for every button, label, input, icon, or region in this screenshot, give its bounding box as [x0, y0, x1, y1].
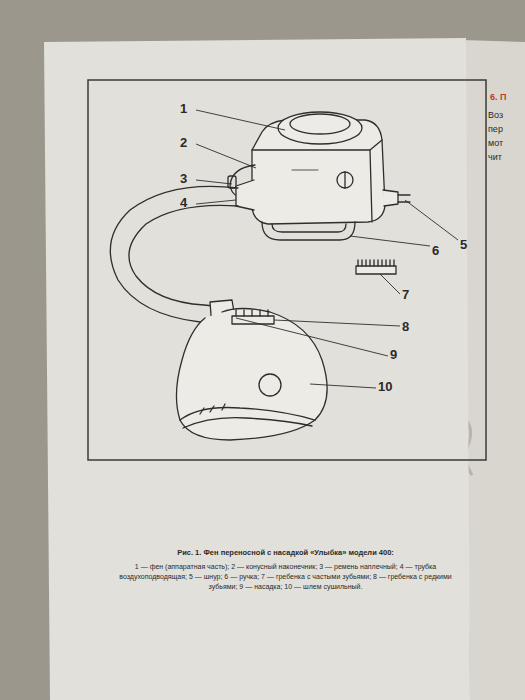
- callout-number: 9: [390, 348, 397, 362]
- page-fragment: Воз: [488, 110, 503, 121]
- leader-line: [274, 320, 400, 326]
- dryer-dome: [278, 112, 362, 144]
- dense-comb-teeth: [358, 260, 394, 266]
- sparse-comb-teeth: [236, 310, 268, 316]
- callout-number: 8: [402, 320, 409, 334]
- legend-text: 1 — фен (аппаратная часть); 2 — конусный…: [108, 562, 463, 592]
- leader-line: [196, 200, 236, 204]
- switch-knob: [344, 172, 345, 188]
- dense-comb: [356, 266, 396, 274]
- leader-line: [196, 144, 256, 168]
- helmet-rim: [183, 418, 312, 428]
- dryer-dome-top: [290, 114, 350, 134]
- sparse-comb: [232, 316, 274, 324]
- brand-mark: [292, 170, 318, 171]
- helmet-fold: [200, 404, 225, 414]
- callout-number: 1: [180, 102, 187, 116]
- next-page: [462, 40, 525, 700]
- handle: [272, 224, 346, 232]
- switch-knob: [337, 172, 353, 188]
- callout-number: 7: [402, 288, 409, 302]
- leader-line: [310, 384, 376, 388]
- leader-line: [236, 318, 388, 356]
- page-fragment: мот: [488, 138, 503, 149]
- leader-line: [380, 274, 400, 294]
- callout-number: 6: [432, 244, 439, 258]
- helmet-vent: [259, 374, 281, 396]
- hose: [129, 205, 238, 306]
- callout-number: 10: [378, 380, 392, 394]
- body-edge: [370, 150, 372, 222]
- leader-line: [350, 236, 430, 246]
- figure-caption: Рис. 1. Фен переносной с насадкой «Улыбк…: [108, 548, 463, 558]
- page-fragment: 6. П: [490, 92, 506, 103]
- cord-plug: [383, 190, 398, 206]
- leader-line: [196, 180, 232, 184]
- drying-helmet: [176, 309, 327, 441]
- figure-frame: [88, 80, 486, 460]
- callout-number: 2: [180, 136, 187, 150]
- plug-pin: [398, 194, 410, 195]
- callout-number: 5: [460, 238, 467, 252]
- booklet-page: [44, 38, 470, 700]
- page-fragment: пер: [488, 124, 503, 135]
- page-fragment: чит: [488, 152, 502, 163]
- leader-line: [196, 110, 285, 130]
- leader-line: [405, 200, 458, 240]
- callout-number: 4: [180, 196, 187, 210]
- strap-buckle: [228, 176, 236, 188]
- callout-number: 3: [180, 172, 187, 186]
- cone-nozzle: [236, 180, 254, 210]
- handle: [262, 222, 355, 240]
